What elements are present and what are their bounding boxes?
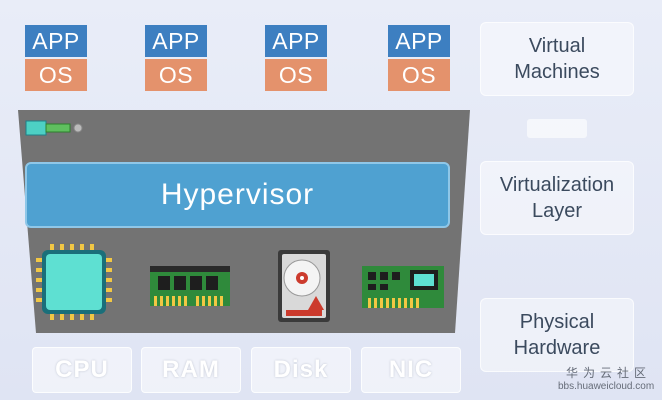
memory-stick-icon: [150, 266, 230, 306]
watermark-en: bbs.huaweicloud.com: [558, 381, 655, 392]
label-virtual-machines: Virtual Machines: [480, 22, 634, 96]
hard-disk-icon: [278, 250, 330, 322]
label-physical-hardware: Physical Hardware: [480, 298, 634, 372]
vm-app-block: APP: [25, 25, 87, 57]
vm-app-block: APP: [265, 25, 327, 57]
vm-app-block: APP: [145, 25, 207, 57]
server-chip-icon: [25, 120, 83, 136]
vm-4: APP OS: [388, 25, 450, 91]
hardware-label-cpu: CPU: [32, 347, 132, 393]
vm-os-block: OS: [145, 59, 207, 91]
vm-2: APP OS: [145, 25, 207, 91]
watermark-cn: 华为云社区: [566, 366, 652, 380]
hardware-label-ram: RAM: [141, 347, 241, 393]
label-virtualization-layer: Virtualization Layer: [480, 161, 634, 235]
hypervisor-bar: Hypervisor: [25, 162, 450, 228]
vm-os-block: OS: [265, 59, 327, 91]
vm-os-block: OS: [25, 59, 87, 91]
vm-3: APP OS: [265, 25, 327, 91]
vm-1: APP OS: [25, 25, 87, 91]
chip-icon: [36, 244, 112, 320]
network-card-icon: [362, 266, 444, 308]
hardware-label-nic: NIC: [361, 347, 461, 393]
connector-bar: [527, 119, 587, 138]
vm-app-block: APP: [388, 25, 450, 57]
hardware-label-disk: Disk: [251, 347, 351, 393]
vm-os-block: OS: [388, 59, 450, 91]
